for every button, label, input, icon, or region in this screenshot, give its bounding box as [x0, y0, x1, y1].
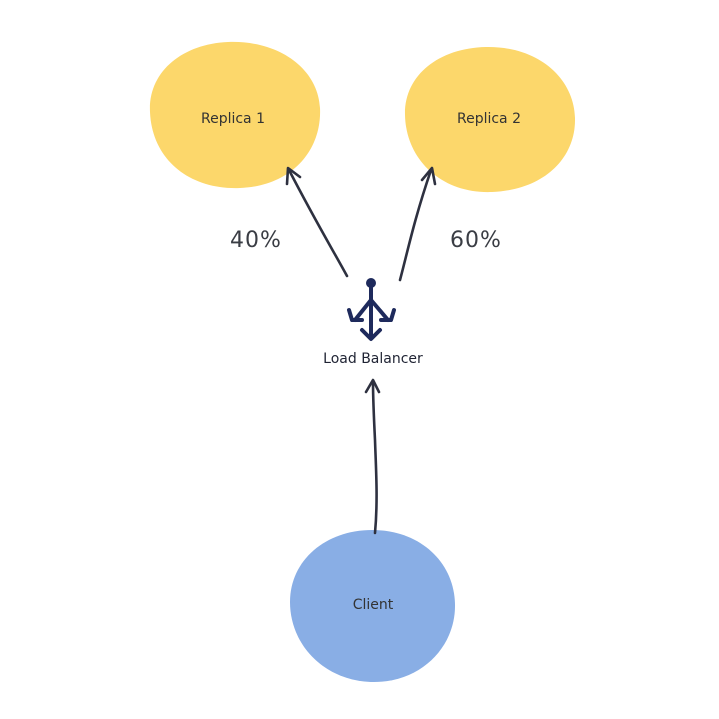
edge-client-to-load-balancer: [364, 378, 381, 535]
replica-1-label: Replica 1: [201, 111, 265, 127]
edge-to-replica-2: [398, 166, 437, 282]
load-balancer-label: Load Balancer: [323, 351, 423, 367]
replica-1-circle: [149, 41, 321, 189]
replica-2-label: Replica 2: [457, 111, 521, 127]
client-node[interactable]: Client: [290, 530, 456, 682]
arrow-line: [371, 380, 378, 535]
lb-top-dot: [366, 278, 376, 288]
client-label: Client: [353, 597, 394, 613]
replica-2-circle: [404, 46, 576, 193]
client-circle: [290, 530, 456, 682]
arrow-head: [285, 166, 302, 186]
load-balancer-icon[interactable]: [347, 278, 396, 341]
edge-label-60: 60%: [450, 228, 502, 253]
replica-2-node[interactable]: Replica 2: [404, 46, 576, 193]
edge-label-40: 40%: [230, 228, 282, 253]
arrow-line: [287, 168, 349, 278]
arrow-line: [398, 168, 433, 282]
edge-to-replica-1: [285, 166, 349, 278]
replica-1-node[interactable]: Replica 1: [149, 41, 321, 189]
arrow-head: [420, 166, 437, 186]
arrow-head: [364, 378, 381, 394]
